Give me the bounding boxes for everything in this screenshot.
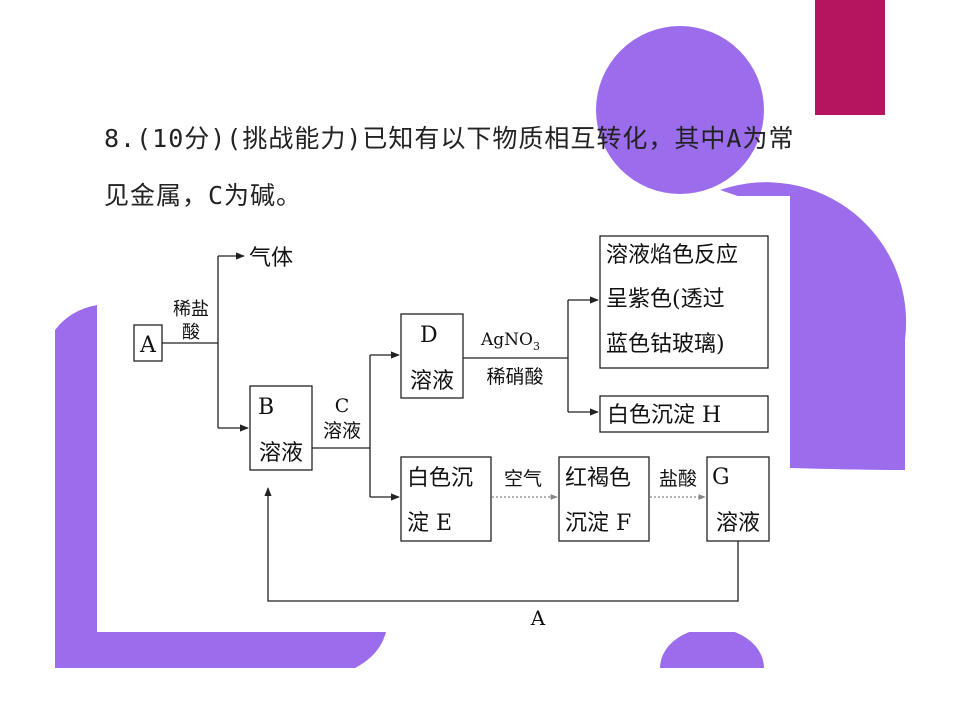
node-b-line2: 溶液 (259, 441, 303, 466)
node-h-label: 白色沉淀 H (607, 403, 721, 428)
node-h-box (599, 395, 769, 433)
node-f-box (558, 456, 650, 542)
purple-right-semicircle (720, 182, 907, 470)
node-b-line1: B (258, 395, 274, 420)
label-agno3: AgNO3 (480, 330, 540, 353)
node-g-box (706, 456, 770, 542)
label-loop-a: A (530, 606, 546, 630)
node-flame-line1: 溶液焰色反应 (606, 243, 738, 268)
label-dilute-hno3: 稀硝酸 (486, 366, 543, 388)
arrow-g-to-b-loop (264, 487, 739, 602)
node-g-line1: G (712, 465, 730, 490)
node-a-label: A (139, 333, 157, 358)
node-e-line2: 淀 E (407, 511, 452, 536)
node-d-line1: D (420, 323, 438, 348)
node-flame-line2: 呈紫色(透过 (606, 287, 725, 312)
node-gas-label: 气体 (249, 246, 293, 271)
node-e-line1: 白色沉 (407, 466, 473, 491)
question-text: 8.(10分)(挑战能力)已知有以下物质相互转化，其中A为常 见金属，C为碱。 (104, 110, 864, 224)
question-line-1: 8.(10分)(挑战能力)已知有以下物质相互转化，其中A为常 (104, 124, 795, 153)
magenta-rectangle (815, 0, 885, 115)
label-hcl: 盐酸 (659, 468, 697, 490)
node-d-line2: 溶液 (410, 369, 454, 394)
label-dilute-hcl-line1: 稀盐 (173, 299, 209, 320)
label-air: 空气 (504, 468, 542, 490)
node-d-box (400, 313, 464, 399)
node-g-line2: 溶液 (716, 511, 760, 536)
question-line-2: 见金属，C为碱。 (104, 181, 303, 210)
node-b-box (249, 385, 313, 471)
label-c-line2: 溶液 (323, 420, 361, 442)
node-f-line1: 红褐色 (565, 466, 631, 491)
label-dilute-hcl-line2: 酸 (182, 322, 200, 343)
label-agno3-main: AgNO (480, 330, 533, 350)
node-e-box (400, 456, 492, 542)
node-f-line2: 沉淀 F (565, 511, 631, 536)
purple-top-circle (596, 26, 764, 194)
label-c-line1: C (335, 395, 350, 417)
node-flame-line3: 蓝色钴玻璃) (606, 332, 725, 357)
node-flame-box (599, 235, 769, 369)
purple-bottom-halfdisc (660, 628, 764, 668)
label-agno3-subscript: 3 (533, 340, 540, 353)
purple-bracket-shape (55, 305, 386, 668)
node-a-box (133, 324, 163, 362)
